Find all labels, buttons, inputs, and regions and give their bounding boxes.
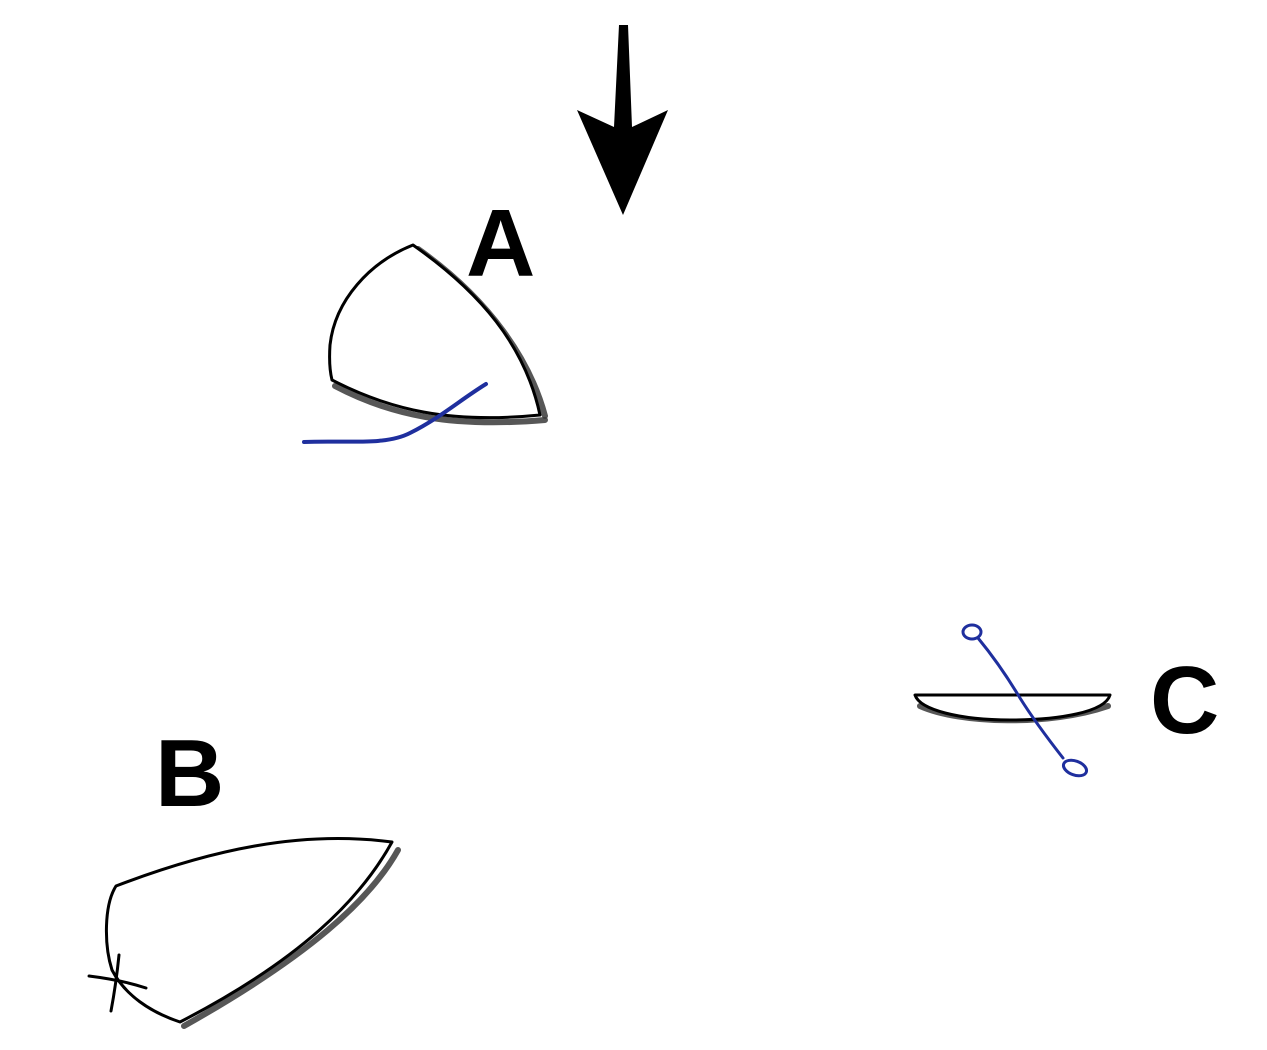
shape-b-shadow: [181, 847, 401, 1029]
shape-c-outline: [913, 693, 1112, 722]
shape-a-blue-line: [302, 382, 488, 444]
cross-mark-icon: [87, 953, 148, 1013]
down-arrow-icon: [577, 25, 668, 215]
shape-c-bottom-loop: [1061, 758, 1089, 778]
shape-a: A: [302, 190, 548, 444]
shape-c: C: [913, 623, 1219, 778]
shape-a-outline: [328, 243, 542, 420]
shape-b-outline: [104, 837, 394, 1024]
label-c: C: [1150, 647, 1219, 754]
label-a: A: [466, 190, 535, 297]
shape-c-blue-line: [976, 636, 1065, 760]
shape-b: B: [87, 720, 401, 1029]
label-b: B: [155, 720, 224, 827]
shape-a-shadow-bottom: [332, 383, 548, 426]
shape-c-top-loop: [961, 623, 983, 641]
